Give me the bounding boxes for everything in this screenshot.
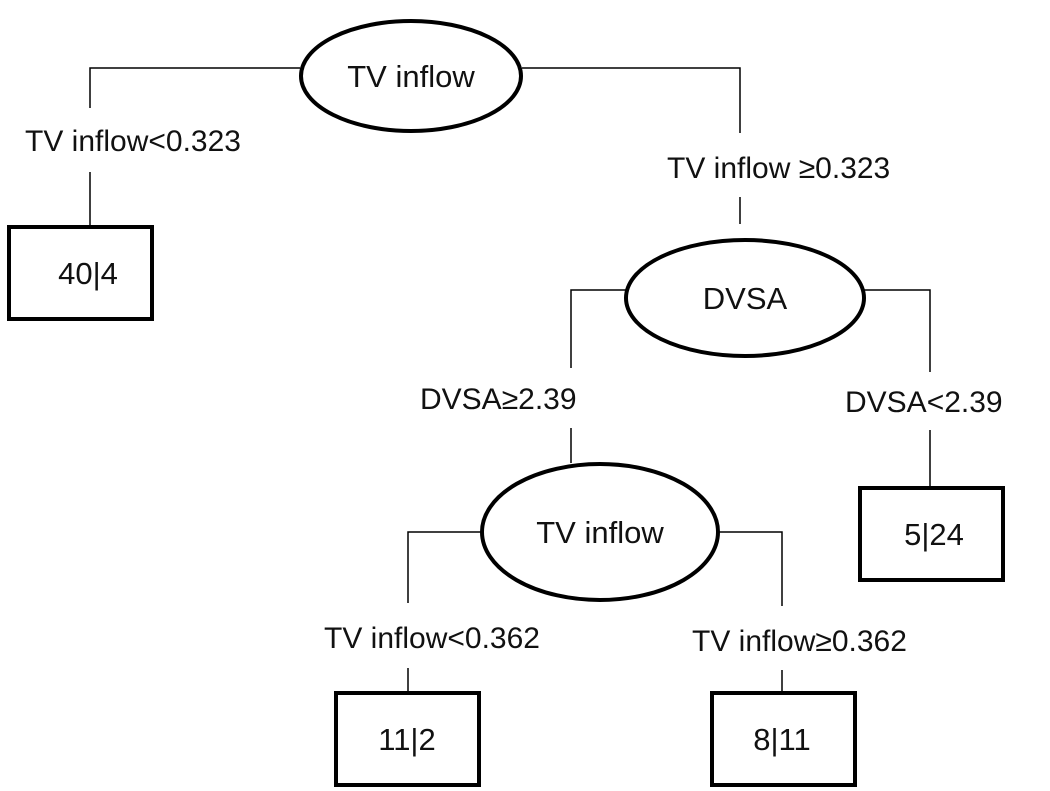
node-tv2-ellipse (480, 462, 720, 602)
edge-label-dvsa-right: DVSA<2.39 (845, 386, 1003, 419)
leaf-1: 40|4 (7, 225, 154, 321)
edge-label-tv2-left: TV inflow<0.362 (324, 622, 540, 655)
leaf-3-box (334, 691, 481, 787)
leaf-2-label: 5|24 (904, 517, 964, 552)
leaf-1-box (7, 225, 154, 321)
node-tv2: TV inflow (480, 462, 720, 602)
node-dvsa: DVSA (624, 238, 866, 358)
node-root-ellipse (299, 19, 523, 133)
node-dvsa-ellipse (624, 238, 866, 358)
edge-root-left (89, 67, 300, 108)
leaf-3: 11|2 (334, 691, 481, 787)
leaf-1-label: 40|4 (58, 256, 118, 291)
edge-label-dvsa-left: DVSA≥2.39 (420, 383, 577, 416)
leaf-3-label: 11|2 (378, 722, 435, 757)
edge-dvsa-right (864, 289, 931, 372)
edge-dvsa-left (570, 289, 626, 368)
edge-label-root-left: TV inflow<0.323 (25, 125, 241, 158)
node-root: TV inflow (299, 19, 523, 133)
edge-label-tv2-right: TV inflow≥0.362 (692, 625, 907, 658)
connectors (89, 67, 931, 693)
leaf-4-label: 8|11 (753, 722, 810, 757)
edge-tv2-right (718, 531, 783, 606)
leaf-4: 8|11 (710, 691, 857, 787)
edge-root-right (522, 67, 741, 133)
edge-tv2-left (407, 531, 482, 603)
node-root-label: TV inflow (347, 59, 475, 94)
leaf-2: 5|24 (858, 486, 1005, 582)
leaf-4-box (710, 691, 857, 787)
node-dvsa-label: DVSA (703, 281, 788, 316)
edge-label-root-right: TV inflow ≥0.323 (667, 152, 890, 185)
node-tv2-label: TV inflow (536, 515, 664, 550)
leaf-2-box (858, 486, 1005, 582)
